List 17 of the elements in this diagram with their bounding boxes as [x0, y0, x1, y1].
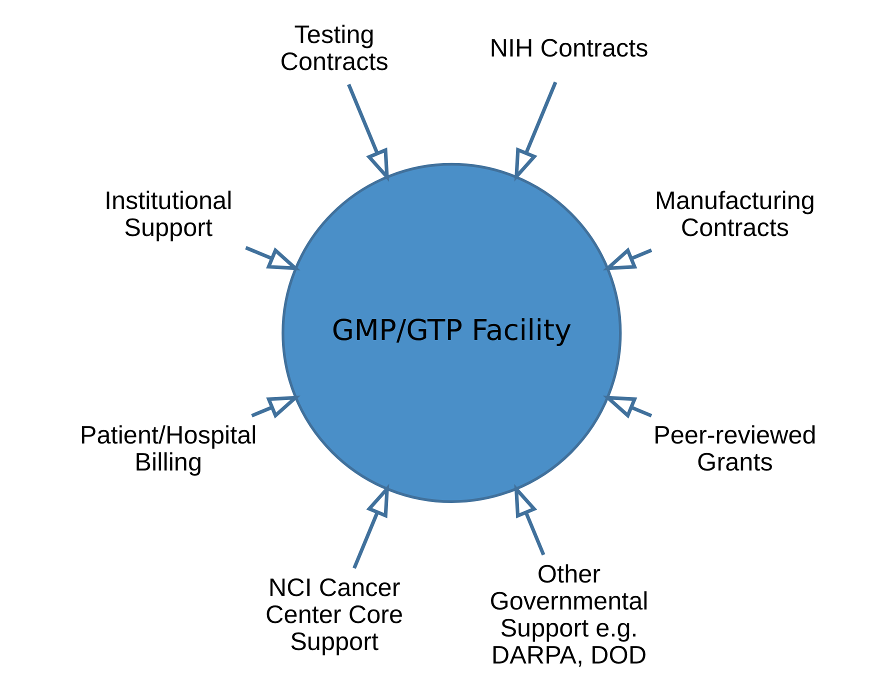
node-text: Peer-reviewed Grants [653, 421, 816, 477]
node-text: Testing Contracts [280, 20, 388, 76]
arrow [250, 396, 300, 419]
node-text: NCI Cancer Center Core Support [265, 574, 403, 656]
node-text: Institutional Support [104, 186, 232, 242]
arrow [602, 396, 652, 419]
node-circle: GMP/GTP Facility [281, 162, 622, 504]
arrow [514, 81, 557, 182]
arrow [514, 484, 545, 556]
arrow [352, 484, 389, 569]
node-text: Other Governmental Support e.g. DARPA, DOD [489, 560, 648, 670]
arrow [244, 246, 300, 270]
arrow [346, 84, 389, 182]
arrow [602, 247, 652, 270]
node-text: Manufacturing Contracts [654, 186, 814, 242]
node-text: NIH Contracts [489, 34, 648, 62]
node-text: Patient/Hospital Billing [79, 421, 256, 477]
